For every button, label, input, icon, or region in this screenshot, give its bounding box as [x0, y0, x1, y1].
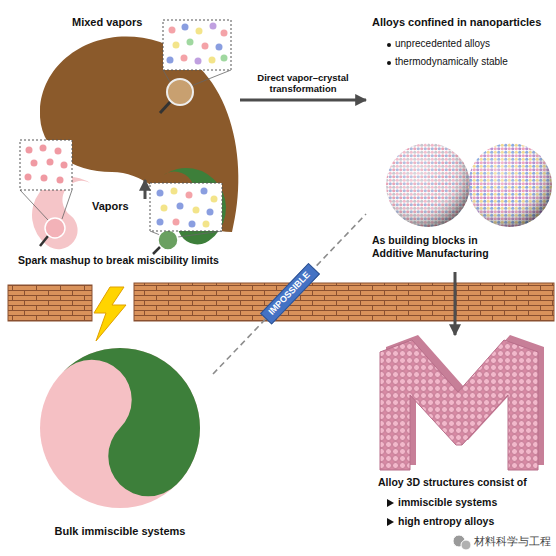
inset-box [20, 140, 72, 190]
vapor-atom [31, 160, 38, 167]
sphere-shading [468, 143, 552, 227]
vapor-atom [211, 196, 218, 203]
bullet-text: immiscible systems [398, 496, 497, 509]
vapor-atom [193, 207, 200, 214]
group-heading: Bulk immiscible systems [30, 525, 210, 539]
bullet-text: thermodynamically stable [395, 56, 508, 69]
annotation-text: Spark mashup to break miscibility limits [18, 254, 219, 267]
group-heading: Vapors [92, 200, 129, 214]
dashed-connector [213, 214, 366, 374]
vapor-group: Vapors [88, 199, 198, 217]
watermark-bubble [461, 540, 471, 550]
vapor-atom [216, 44, 223, 51]
flow-arrow [454, 272, 457, 335]
brick-wall [134, 283, 554, 321]
leader-line [150, 231, 160, 235]
vapor-atom [169, 27, 176, 34]
nanoparticle-group: Alloys confined in nanoparticles unpreced… [366, 8, 552, 272]
vapor-atom [203, 221, 210, 228]
bulk-system [35, 315, 233, 513]
magnifier [150, 230, 222, 254]
vapor-atom [55, 148, 62, 155]
structure-front [380, 340, 538, 470]
bullet-text: high entropy alloys [398, 515, 494, 528]
bullet-text: unprecedented alloys [395, 38, 490, 51]
vapor-atom [209, 57, 216, 64]
leader-line [62, 190, 72, 219]
magnifier-lens [45, 218, 65, 238]
nanoparticle [468, 143, 552, 227]
magnifier-lens [167, 79, 193, 105]
leader-line [191, 70, 231, 86]
magnifier-handle [40, 236, 48, 246]
vapor-atom [187, 39, 194, 46]
vapor-atom [202, 43, 209, 50]
inset-box [150, 183, 222, 231]
vapor-atom [25, 174, 32, 181]
magnifier [20, 190, 72, 246]
printed-structure [380, 335, 544, 470]
vapor-atom [157, 190, 164, 197]
inset-box [163, 20, 231, 70]
vapor-atom [157, 219, 164, 226]
nanoparticle-sphere [468, 143, 552, 227]
vapor-atom [201, 188, 208, 195]
vapor-inset [20, 140, 72, 190]
vapor-atom [40, 145, 47, 152]
vapor-atom [181, 55, 188, 62]
vapor-atom [173, 42, 180, 49]
vapor-atom [196, 28, 203, 35]
vapor-atom [161, 205, 168, 212]
flow-arrow [144, 180, 147, 199]
stamp-label: IMPOSSIBLE [260, 263, 319, 324]
structure-group: Alloy 3D structures consist of immiscible… [360, 335, 552, 548]
flow-arrow [240, 99, 366, 102]
vapor-atom [221, 55, 228, 62]
sphere-shading [386, 143, 470, 227]
leader-line [20, 190, 48, 220]
vapor-atom [47, 159, 54, 166]
watermark-icon [453, 535, 471, 550]
vapor-atom [207, 209, 214, 216]
vapor-group: Mixed vapors [30, 8, 240, 180]
magnifier-handle [153, 246, 161, 254]
leader-line [163, 70, 170, 82]
vapor-atom [189, 221, 196, 228]
vapor-atom [173, 219, 180, 226]
vapor-atom [61, 162, 68, 169]
arrow-label: Direct vapor–crystal transformation [228, 73, 378, 95]
lightning-bolt [94, 287, 126, 341]
brick-wall [8, 285, 92, 321]
group-heading: Mixed vapors [72, 16, 142, 30]
bulk-group: Bulk immiscible systems [30, 340, 213, 546]
vapor-atom [221, 30, 228, 37]
vapor-atom [167, 57, 174, 64]
group-heading: Alloy 3D structures consist of [378, 476, 527, 489]
vapor-atom [177, 203, 184, 210]
vapor-inset [163, 20, 231, 70]
green-phase [35, 315, 233, 513]
magnifier-handle [160, 101, 171, 113]
caption-text: As building blocks in Additive Manufactu… [372, 234, 512, 260]
vapor-atom [57, 177, 64, 184]
green-vapor-shape [147, 152, 242, 252]
vapor-atom [182, 24, 189, 31]
vapor-atom [210, 23, 217, 30]
watermark: 材料科学与工程 [474, 535, 551, 549]
vapor-inset [150, 183, 222, 231]
nanoparticle [386, 143, 470, 227]
vapor-atom [195, 58, 202, 65]
vapor-atom [171, 188, 178, 195]
vapor-atom [41, 175, 48, 182]
vapor-atom [26, 147, 33, 154]
group-heading: Alloys confined in nanoparticles [372, 16, 541, 30]
magnifier-lens [158, 230, 178, 250]
vapor-atom [186, 192, 193, 199]
nanoparticle-sphere [386, 143, 470, 227]
leader-line [178, 231, 222, 237]
magnifier [160, 70, 231, 113]
